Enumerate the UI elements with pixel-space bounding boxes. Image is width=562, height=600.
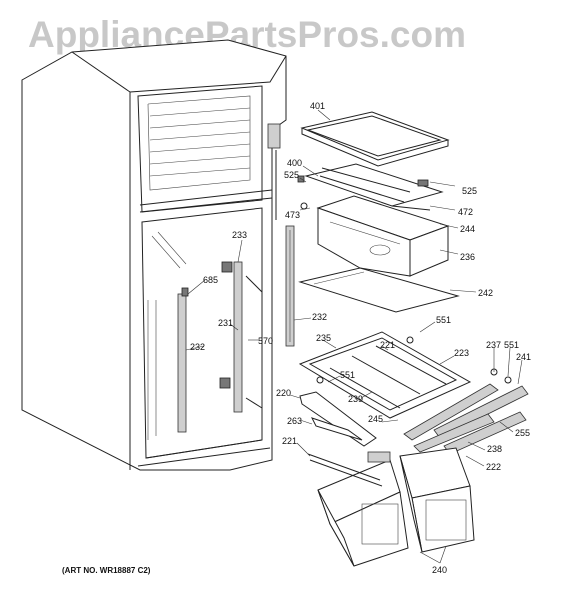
callout-525: 525: [284, 170, 300, 180]
callout-551: 551: [340, 370, 356, 380]
callout-245: 245: [368, 414, 384, 424]
art-number: (ART NO. WR18887 C2): [62, 566, 151, 575]
bracket-220: [299, 391, 377, 447]
callout-473: 473: [285, 210, 301, 220]
callout-236: 236: [460, 252, 476, 262]
callout-551: 551: [504, 340, 520, 350]
pan-drawer-236: [316, 195, 450, 277]
glass-shelf-401: [300, 111, 450, 167]
callout-263: 263: [287, 416, 303, 426]
leader-lines: [185, 109, 523, 564]
crisper-cover-frame: [298, 331, 472, 419]
callout-244: 244: [460, 224, 476, 234]
callout-231: 231: [218, 318, 234, 328]
callout-570: 570: [258, 336, 274, 346]
drawer-slide-rails: [403, 368, 529, 455]
callout-472: 472: [458, 207, 474, 217]
callout-237: 237: [486, 340, 502, 350]
callout-232: 232: [312, 312, 328, 322]
callout-221: 221: [282, 436, 298, 446]
callout-235: 235: [316, 333, 332, 343]
callout-241: 241: [516, 352, 532, 362]
glass-cover-242: [298, 267, 460, 313]
callout-551: 551: [436, 315, 452, 325]
callout-255: 255: [515, 428, 531, 438]
callout-222: 222: [486, 462, 502, 472]
callout-400: 400: [287, 158, 303, 168]
crisper-drawers-240: [307, 447, 475, 567]
callout-401: 401: [310, 101, 326, 111]
callout-233: 233: [232, 230, 248, 240]
shelf-frame: [297, 163, 444, 211]
callout-239: 239: [348, 394, 364, 404]
callout-685: 685: [203, 275, 219, 285]
callout-220: 220: [276, 388, 292, 398]
shelf-rails: [177, 225, 295, 433]
callout-525: 525: [462, 186, 478, 196]
callout-242: 242: [478, 288, 494, 298]
callout-240: 240: [432, 565, 448, 575]
callout-223: 223: [454, 348, 470, 358]
callout-238: 238: [487, 444, 503, 454]
refrigerator-cabinet: [21, 39, 287, 471]
callout-221: 221: [380, 340, 396, 350]
callout-232: 232: [190, 342, 206, 352]
